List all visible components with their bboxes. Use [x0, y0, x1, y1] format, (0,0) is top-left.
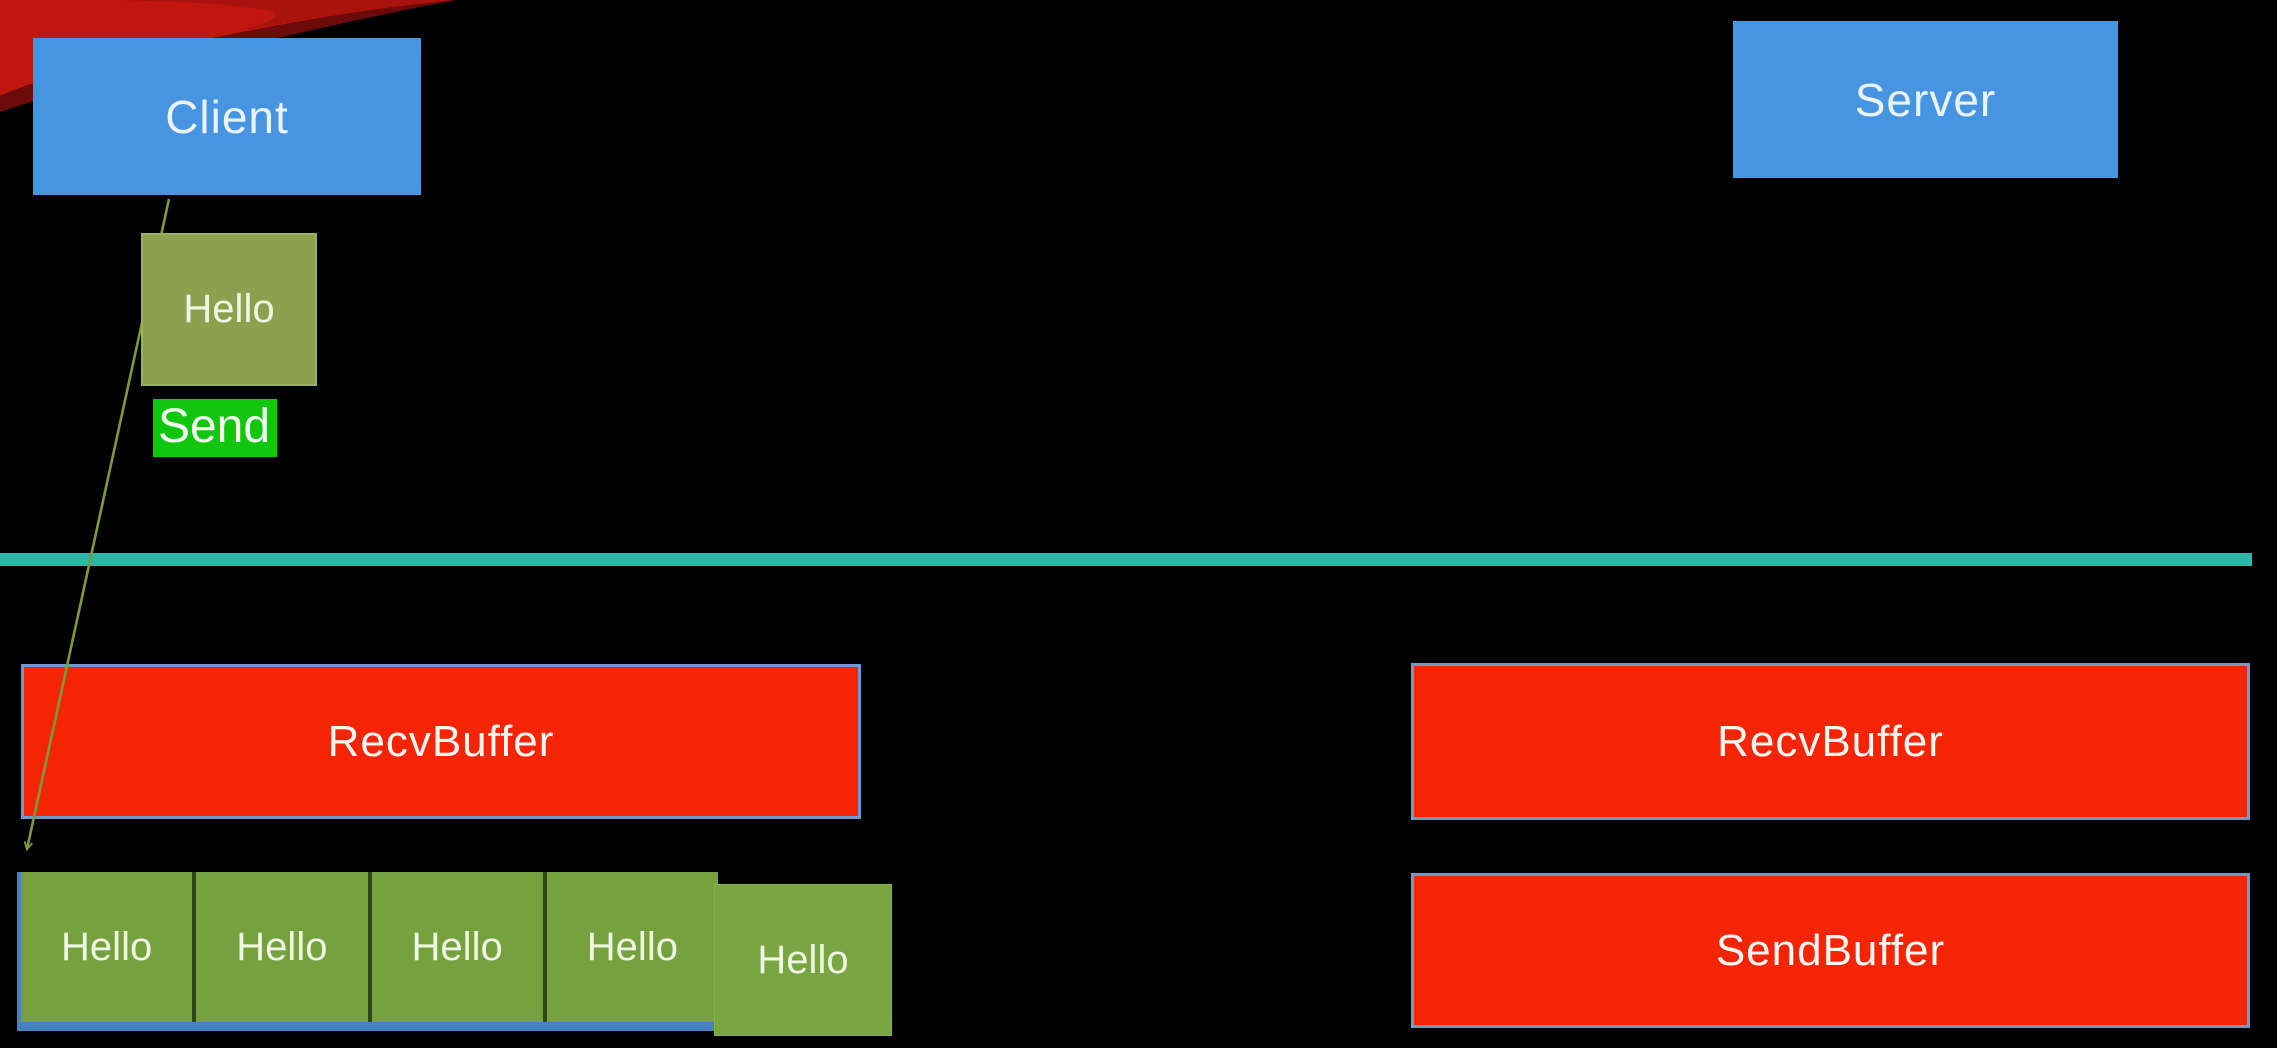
send-action-label: Send: [157, 399, 271, 453]
network-boundary-line: [0, 553, 2252, 566]
server-node-label: Server: [1854, 73, 1997, 126]
queue-message-label: Hello: [411, 924, 503, 969]
slide-accent-swoosh: [0, 0, 456, 112]
server-send-buffer: SendBuffer: [1411, 873, 2250, 1028]
client-node: Client: [33, 38, 421, 195]
client-node-label: Client: [165, 90, 289, 143]
queue-message-cell: Hello: [196, 872, 372, 1022]
server-send-buffer-label: SendBuffer: [1715, 925, 1946, 975]
queue-message-label: Hello: [61, 924, 153, 969]
server-recv-buffer: RecvBuffer: [1411, 663, 2250, 820]
server-recv-buffer-label: RecvBuffer: [1717, 716, 1944, 766]
received-message-queue: Hello Hello Hello Hello: [17, 872, 718, 1031]
send-action-tag: Send: [153, 399, 277, 457]
server-node: Server: [1733, 21, 2118, 178]
client-recv-buffer-label: RecvBuffer: [327, 716, 555, 766]
queue-message-cell-incoming: Hello: [714, 884, 892, 1036]
outgoing-message-label: Hello: [183, 287, 275, 331]
queue-message-label: Hello: [757, 937, 849, 982]
client-recv-buffer: RecvBuffer: [21, 664, 861, 819]
queue-message-cell: Hello: [371, 872, 547, 1022]
queue-message-label: Hello: [586, 924, 678, 969]
queue-message-cell: Hello: [21, 872, 197, 1022]
queue-message-cell: Hello: [546, 872, 718, 1022]
outgoing-message-box: Hello: [141, 233, 317, 386]
queue-message-label: Hello: [236, 924, 328, 969]
